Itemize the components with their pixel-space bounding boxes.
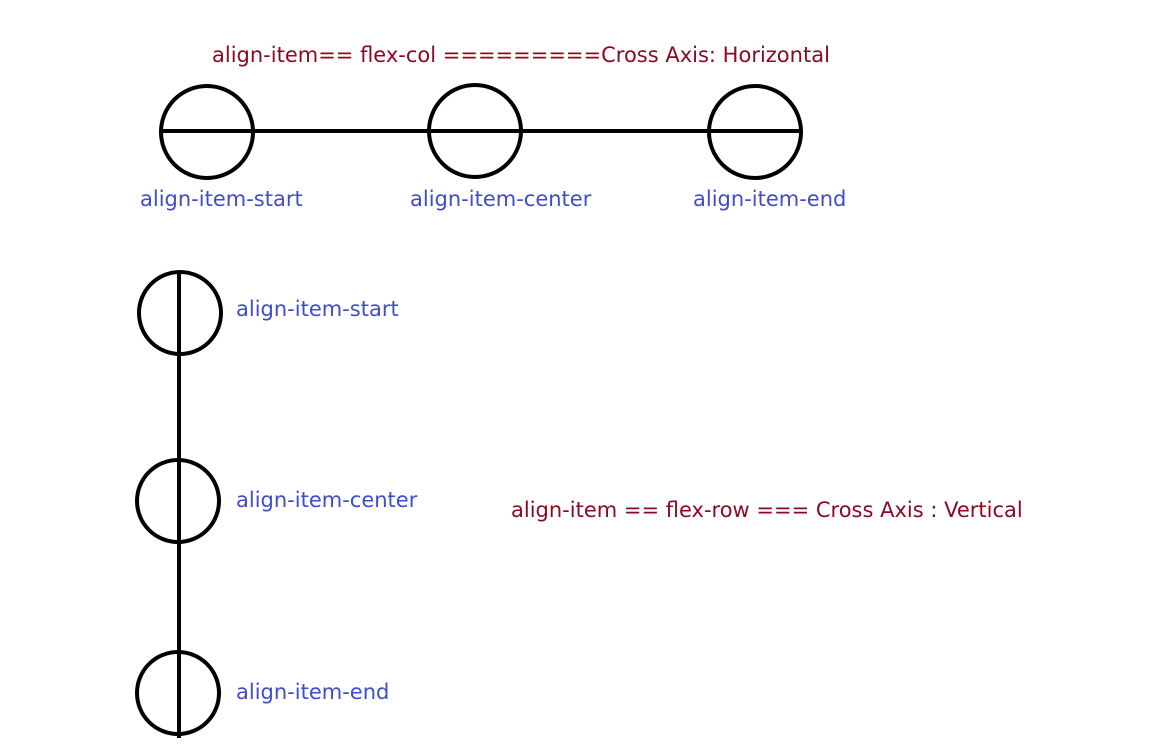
vertical-section-heading: align-item == flex-row === Cross Axis : … — [511, 498, 1023, 522]
vertical-label-center: align-item-center — [236, 488, 418, 512]
horizontal-start-circle — [159, 84, 255, 180]
horizontal-center-circle — [427, 83, 523, 179]
horizontal-label-center: align-item-center — [410, 187, 592, 211]
vertical-label-start: align-item-start — [236, 297, 399, 321]
vertical-start-circle — [137, 270, 223, 356]
vertical-label-end: align-item-end — [236, 680, 390, 704]
horizontal-label-end: align-item-end — [693, 187, 847, 211]
horizontal-end-circle — [707, 84, 803, 180]
horizontal-label-start: align-item-start — [140, 187, 303, 211]
vertical-end-circle — [135, 650, 221, 736]
vertical-center-circle — [135, 458, 221, 544]
horizontal-section-heading: align-item== flex-col =========Cross Axi… — [212, 43, 830, 67]
